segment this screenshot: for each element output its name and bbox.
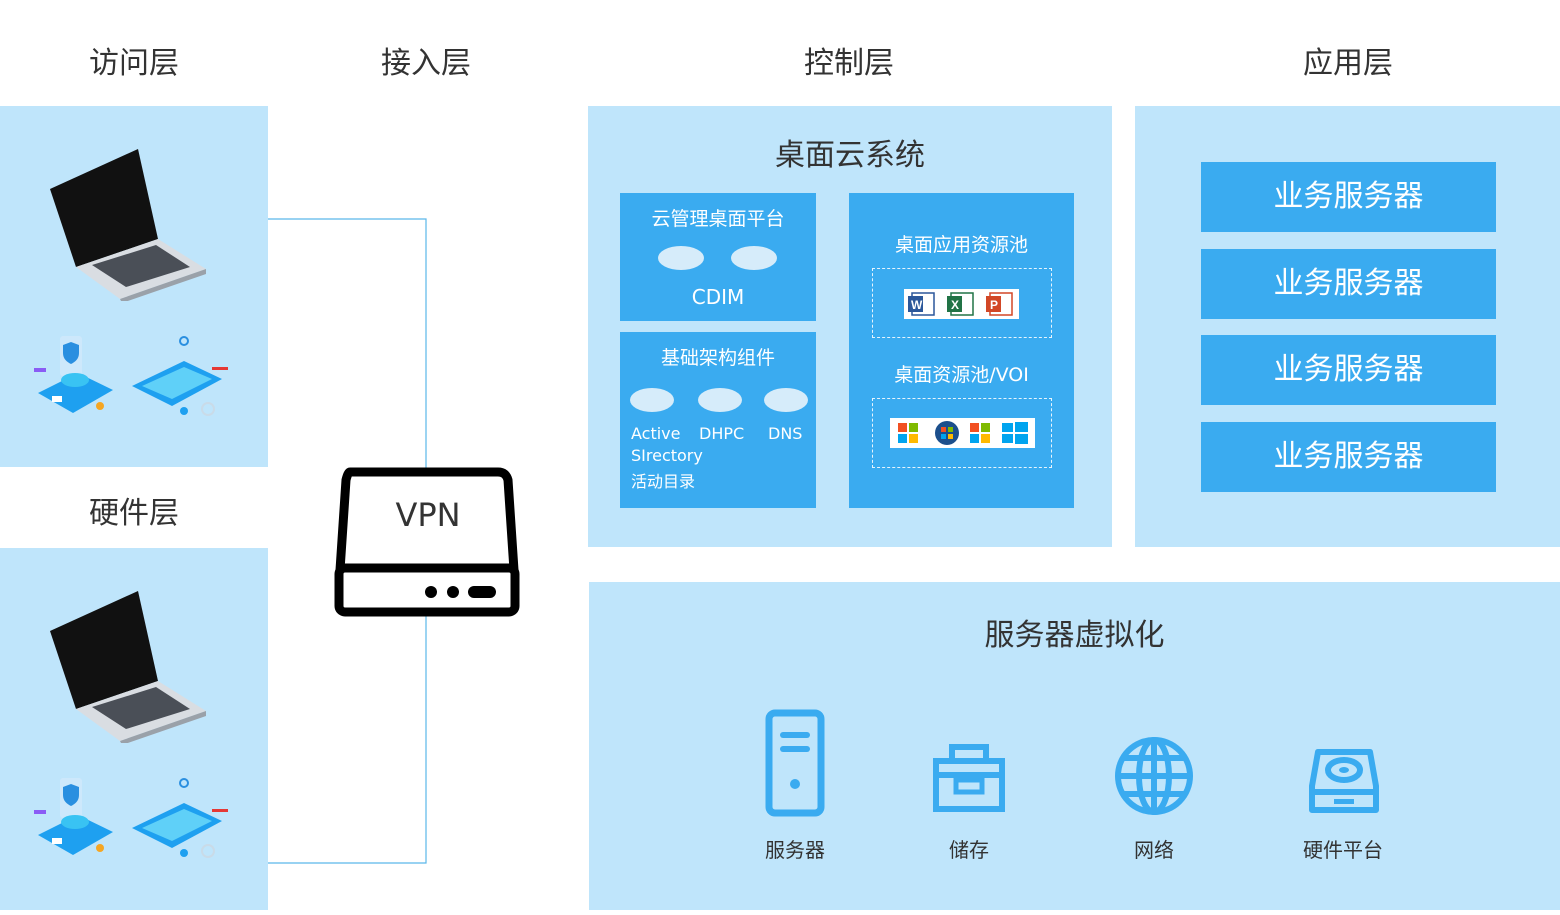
virt-label-storage: 储存 xyxy=(949,838,989,862)
infra-components-title: 基础架构组件 xyxy=(660,347,775,369)
virt-label-hardware-platform: 硬件平台 xyxy=(1303,838,1383,862)
svg-text:X: X xyxy=(951,298,959,312)
desk-pool-title: 桌面资源池/VOI xyxy=(894,364,1029,386)
infra-item-ad: 活动目录 xyxy=(631,472,696,491)
app-server-3: 业务服务器 xyxy=(1201,335,1496,405)
access-panel xyxy=(0,106,268,467)
windows-xp-icon xyxy=(898,423,918,443)
svg-text:P: P xyxy=(990,298,998,312)
mgmt-platform-title: 云管理桌面平台 xyxy=(651,208,785,230)
app-server-4: 业务服务器 xyxy=(1201,422,1496,492)
mobile-security-illustration xyxy=(34,336,113,413)
infra-item-dhpc: DHPC xyxy=(699,424,745,443)
layer-title-application: 应用层 xyxy=(1303,46,1393,81)
powerpoint-icon: P xyxy=(986,292,1013,316)
layer-title-ingress: 接入层 xyxy=(381,46,471,81)
layer-title-hardware: 硬件层 xyxy=(89,496,179,531)
infra-node-icon xyxy=(630,388,674,412)
laptop-icon xyxy=(50,591,206,743)
layer-title-control: 控制层 xyxy=(804,46,894,81)
word-icon: W xyxy=(908,292,935,316)
office-icons-strip: W X P xyxy=(904,289,1019,319)
infra-components-box: 基础架构组件 Active DHPC DNS SIrectory 活动目录 xyxy=(620,332,816,508)
windows-10-icon xyxy=(1002,422,1028,444)
excel-icon: X xyxy=(947,292,974,316)
globe-icon xyxy=(1115,737,1193,815)
server-icon xyxy=(765,709,825,817)
mobile-analytics-illustration xyxy=(132,778,228,858)
app-server-1: 业务服务器 xyxy=(1201,162,1496,232)
windows-7-icon xyxy=(935,421,959,445)
infra-item-directory: SIrectory xyxy=(631,446,703,465)
app-server-2: 业务服务器 xyxy=(1201,249,1496,319)
mgmt-node-icon xyxy=(658,246,704,270)
vpn-device-icon xyxy=(334,467,520,617)
infra-item-active: Active xyxy=(631,424,681,443)
infra-item-dns: DNS xyxy=(768,424,803,443)
mgmt-node-icon xyxy=(731,246,777,270)
mgmt-platform-box: 云管理桌面平台 CDIM xyxy=(620,193,816,321)
mgmt-platform-name: CDIM xyxy=(691,285,745,309)
layer-title-access: 访问层 xyxy=(89,46,179,81)
virt-label-network: 网络 xyxy=(1134,838,1174,862)
mobile-security-illustration xyxy=(34,778,113,855)
app-pool-frame xyxy=(872,268,1052,338)
infra-node-icon xyxy=(764,388,808,412)
cloud-desktop-title: 桌面云系统 xyxy=(775,138,925,173)
virtualization-title: 服务器虚拟化 xyxy=(984,618,1165,653)
laptop-icon xyxy=(50,149,206,301)
vpn-label: VPN xyxy=(395,496,461,534)
desk-pool-frame xyxy=(872,398,1052,468)
storage-icon xyxy=(933,744,1005,812)
mobile-analytics-illustration xyxy=(132,336,228,416)
svg-text:W: W xyxy=(911,298,923,312)
hardware-panel xyxy=(0,548,268,910)
virt-label-server: 服务器 xyxy=(765,838,825,862)
virtualization-panel xyxy=(589,582,1560,910)
hard-drive-icon xyxy=(1309,749,1379,813)
windows-vista-icon xyxy=(970,423,990,443)
resource-pools-box: 桌面应用资源池 W X P 桌面资源池/VOI xyxy=(849,193,1074,508)
infra-node-icon xyxy=(698,388,742,412)
app-pool-title: 桌面应用资源池 xyxy=(894,234,1028,256)
windows-icons-strip xyxy=(890,418,1035,448)
